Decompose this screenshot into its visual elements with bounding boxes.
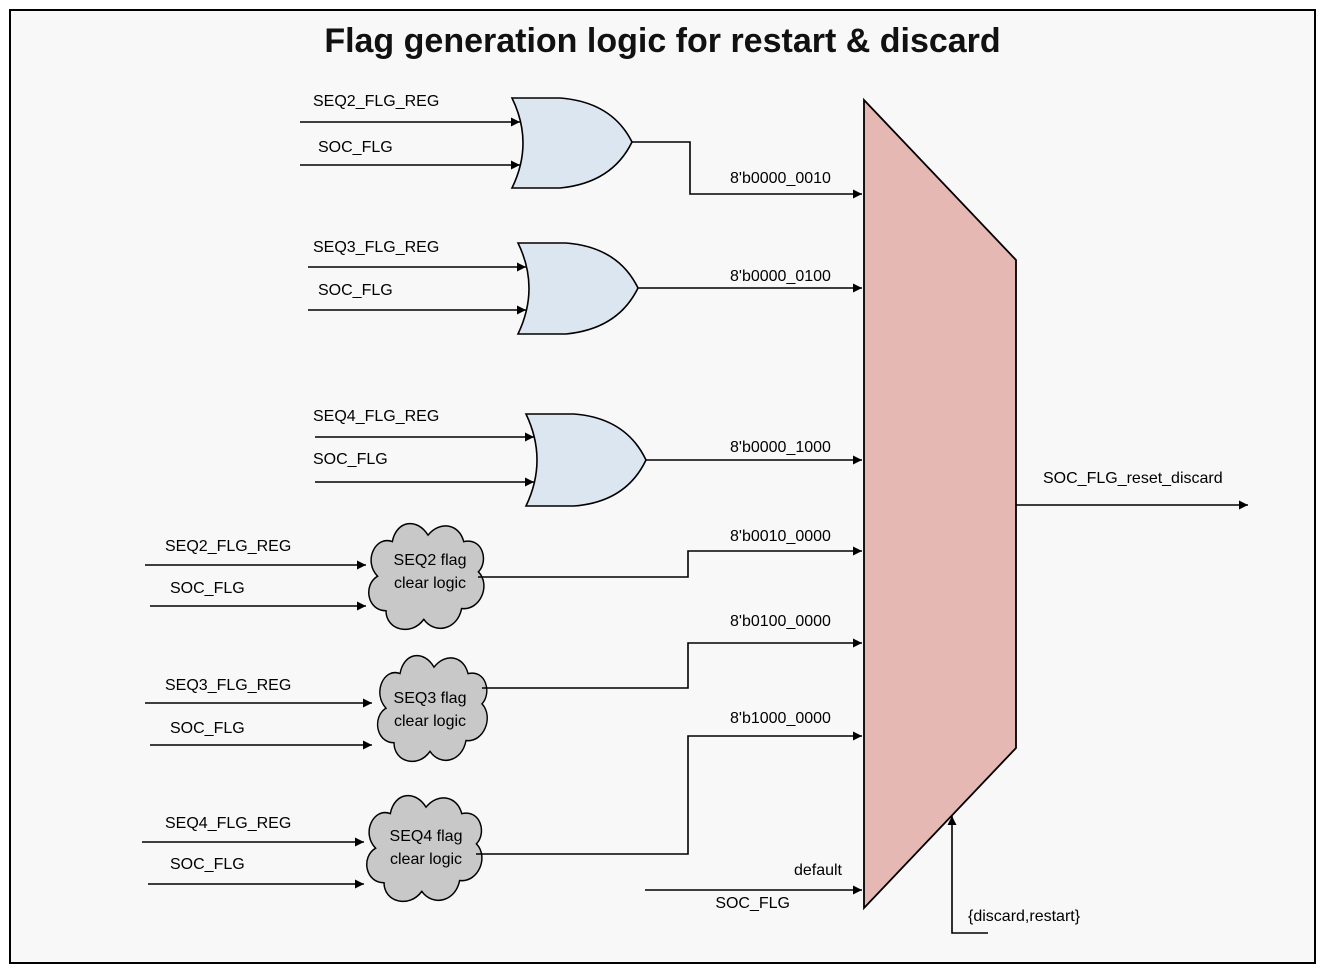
cloud1-label-line1: SEQ2 flag [394, 552, 467, 569]
diagram-title: Flag generation logic for restart & disc… [324, 22, 1001, 60]
or1-output-wire [632, 141, 862, 199]
or-gate-2: SEQ3_FLG_REG SOC_FLG 8'b0000_0100 [308, 239, 862, 335]
cloud3-output-label: 8'b1000_0000 [730, 710, 831, 727]
select-label: {discard,restart} [968, 908, 1081, 925]
cloud1-output-label: 8'b0010_0000 [730, 528, 831, 545]
cloud1-input-a-label: SEQ2_FLG_REG [165, 538, 291, 555]
output-label: SOC_FLG_reset_discard [1043, 470, 1223, 487]
cloud2-label-line2: clear logic [394, 713, 466, 730]
or1-output-label: 8'b0000_0010 [730, 170, 831, 187]
default-input: default SOC_FLG [645, 862, 862, 912]
or-gate-1: SEQ2_FLG_REG SOC_FLG 8'b0000_0010 [300, 93, 862, 199]
or2-input-b-label: SOC_FLG [318, 282, 393, 299]
or2-input-a-label: SEQ3_FLG_REG [313, 239, 439, 256]
cloud3-input-b-label: SOC_FLG [170, 856, 245, 873]
or1-input-a-label: SEQ2_FLG_REG [313, 93, 439, 110]
seq4-clear-logic-cloud: SEQ4_FLG_REG SOC_FLG SEQ4 flag clear log… [142, 710, 862, 903]
diagram-frame [9, 9, 1316, 964]
cloud1-output-wire [478, 546, 862, 578]
cloud2-output-label: 8'b0100_0000 [730, 613, 831, 630]
select-wire [947, 816, 988, 934]
cloud3-output-wire [476, 731, 862, 855]
seq2-clear-logic-cloud: SEQ2_FLG_REG SOC_FLG SEQ2 flag clear log… [145, 522, 862, 631]
cloud1-label-line2: clear logic [394, 575, 466, 592]
default-label: default [794, 862, 843, 879]
cloud2-input-a-label: SEQ3_FLG_REG [165, 677, 291, 694]
or3-input-a-label: SEQ4_FLG_REG [313, 408, 439, 425]
select-input: {discard,restart} [947, 816, 1081, 934]
cloud3-label-line1: SEQ4 flag [390, 828, 463, 845]
cloud2-output-wire [482, 638, 862, 689]
cloud3-label-line2: clear logic [390, 851, 462, 868]
or-gate-3: SEQ4_FLG_REG SOC_FLG 8'b0000_1000 [313, 408, 862, 507]
or3-input-b-label: SOC_FLG [313, 451, 388, 468]
or2-output-label: 8'b0000_0100 [730, 268, 831, 285]
or1-input-b-label: SOC_FLG [318, 139, 393, 156]
cloud1-input-b-label: SOC_FLG [170, 580, 245, 597]
seq3-clear-logic-cloud: SEQ3_FLG_REG SOC_FLG SEQ3 flag clear log… [145, 613, 862, 763]
multiplexer [863, 97, 1017, 911]
cloud3-input-a-label: SEQ4_FLG_REG [165, 815, 291, 832]
default-signal-label: SOC_FLG [715, 895, 790, 912]
or3-output-label: 8'b0000_1000 [730, 439, 831, 456]
mux-output: SOC_FLG_reset_discard [1016, 470, 1248, 510]
cloud2-label-line1: SEQ3 flag [394, 690, 467, 707]
cloud2-input-b-label: SOC_FLG [170, 720, 245, 737]
